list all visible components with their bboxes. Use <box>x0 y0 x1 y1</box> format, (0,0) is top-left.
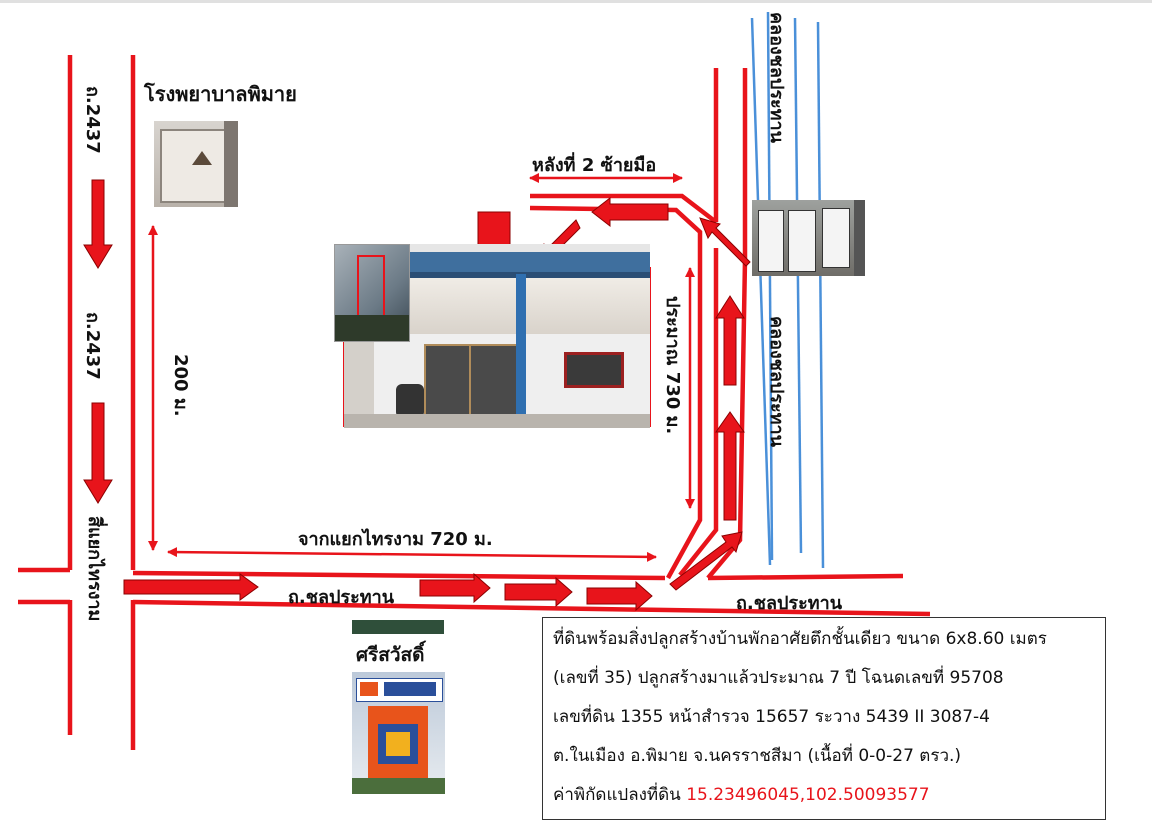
road-2437-label-mid: ถ.2437 <box>82 312 103 380</box>
from-junction-label: จากแยกไทรงาม 720 ม. <box>298 529 493 550</box>
satellite-inset-photo <box>334 244 410 342</box>
house-2-left-label: หลังที่ 2 ซ้ายมือ <box>532 155 657 176</box>
canal-label-bottom: คลองชลประทาน <box>766 316 787 447</box>
canal-lines <box>750 11 825 569</box>
info-line-3: เลขที่ดิน 1355 หน้าสำรวจ 15657 ระวาง 543… <box>553 707 990 727</box>
hospital-sign-photo <box>154 121 238 207</box>
road-sign-photo <box>752 200 865 276</box>
road-chonprathan-label-2: ถ.ชลประทาน <box>736 593 843 614</box>
hospital-label: โรงพยาบาลพิมาย <box>144 82 297 106</box>
canal-label-top: คลองชลประทาน <box>766 12 787 143</box>
srisawat-top-photo <box>352 620 444 634</box>
road-lines <box>18 55 931 750</box>
coord-label: ค่าพิกัดแปลงที่ดิน <box>553 785 681 805</box>
distance-730-label: ประมาณ 730 ม. <box>662 296 683 435</box>
road-2437-label-top: ถ.2437 <box>82 86 103 154</box>
srisawat-sign-photo <box>352 672 445 794</box>
property-info-box: ที่ดินพร้อมสิ่งปลูกสร้างบ้านพักอาศัยตึกช… <box>542 617 1106 820</box>
dimension-arrows <box>148 173 695 562</box>
distance-200-label: 200 ม. <box>170 354 191 417</box>
junction-label: สี่แยกไทรงาม <box>84 516 105 622</box>
info-line-1: ที่ดินพร้อมสิ่งปลูกสร้างบ้านพักอาศัยตึกช… <box>553 629 1047 649</box>
srisawat-label: ศรีสวัสดิ์ <box>356 644 425 666</box>
top-border <box>0 0 1152 3</box>
info-line-4: ต.ในเมือง อ.พิมาย จ.นครราชสีมา (เนื้อที่… <box>553 746 962 766</box>
coord-value: 15.23496045,102.50093577 <box>686 785 930 805</box>
info-line-5: ค่าพิกัดแปลงที่ดิน 15.23496045,102.50093… <box>553 782 1105 821</box>
road-chonprathan-label-1: ถ.ชลประทาน <box>288 587 395 608</box>
info-line-2: (เลขที่ 35) ปลูกสร้างมาแล้วประมาณ 7 ปี โ… <box>553 668 1004 688</box>
